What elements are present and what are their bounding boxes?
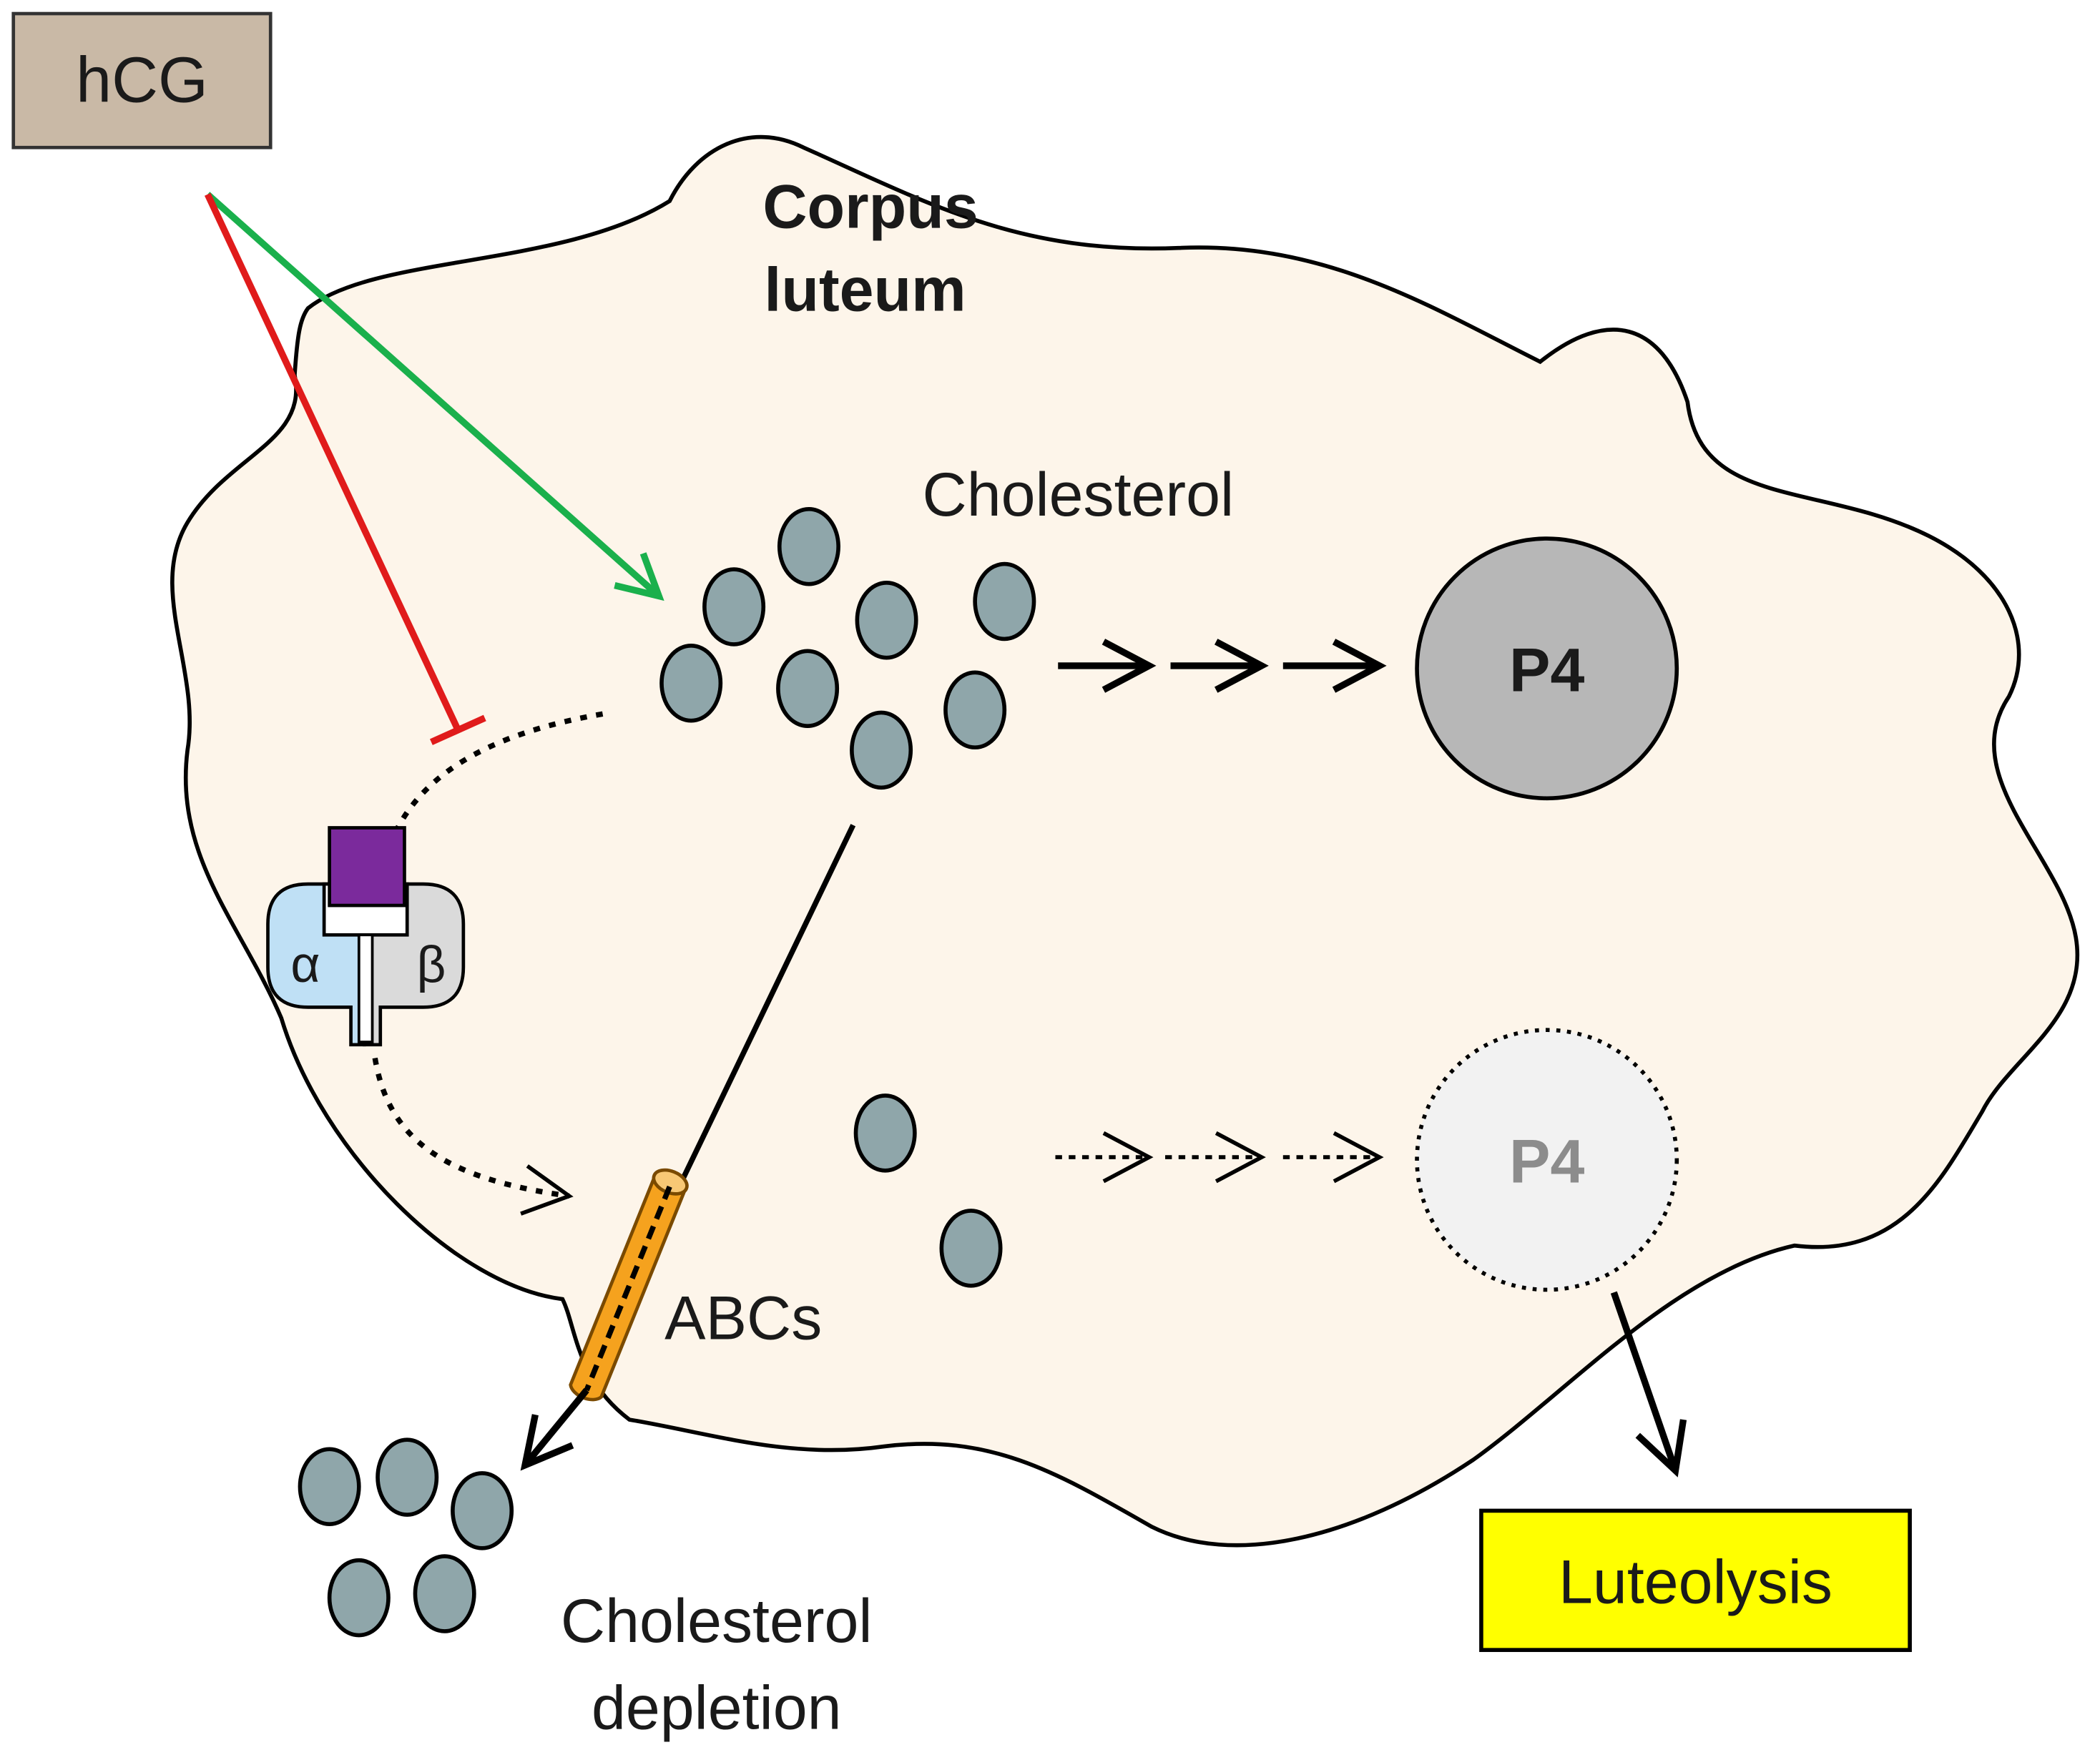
corpus-luteum-title-line2: luteum	[764, 256, 966, 325]
cholesterol-icon	[298, 1447, 361, 1526]
abc-transporter-icon	[569, 1168, 689, 1402]
cholesterol-icon	[943, 670, 1007, 749]
cholesterol-icon	[973, 561, 1036, 641]
alpha-label: α	[290, 937, 320, 993]
stimulate-arrow	[205, 192, 664, 601]
luteolysis-box	[1479, 1508, 1912, 1652]
inhibit-bar	[430, 714, 486, 745]
depletion-label-line1: Cholesterol	[561, 1587, 873, 1656]
cholesterol-icon	[777, 507, 840, 586]
dotted-uptake-path	[392, 711, 604, 835]
hcg-box	[11, 11, 273, 149]
corpus-luteum-cell	[170, 134, 2080, 1548]
cholesterol-icon	[776, 649, 840, 728]
depletion-label-line2: depletion	[592, 1674, 842, 1743]
inhibit-line	[204, 192, 461, 732]
ligand-square	[328, 826, 406, 908]
p4-active-label: P4	[1509, 636, 1584, 704]
p4-reduced-label: P4	[1509, 1128, 1584, 1196]
efflux-arrow	[520, 1387, 589, 1471]
cholesterol-icon	[659, 644, 723, 723]
cholesterol-icon	[413, 1554, 476, 1633]
beta-label: β	[416, 937, 446, 993]
hcg-label: hCG	[76, 45, 208, 117]
dotted-receptor-arrow	[372, 1057, 574, 1216]
cholesterol-remaining	[853, 1093, 1003, 1288]
luteolysis-label: Luteolysis	[1559, 1548, 1832, 1617]
luteolysis-arrow	[1610, 1291, 1687, 1478]
cholesterol-icon	[850, 710, 913, 790]
cholesterol-icon	[451, 1471, 514, 1550]
cholesterol-icon	[853, 1093, 917, 1173]
p4-active-circle	[1415, 536, 1679, 801]
cholesterol-icon	[327, 1558, 391, 1638]
cholesterol-icon	[939, 1209, 1003, 1288]
cholesterol-pool	[659, 507, 1036, 790]
p4-reduced-circle	[1415, 1028, 1679, 1292]
cholesterol-icon	[702, 567, 766, 647]
cholesterol-icon	[855, 581, 918, 660]
cholesterol-label: Cholesterol	[923, 461, 1235, 529]
abcs-label: ABCs	[664, 1284, 822, 1353]
efflux-line	[680, 824, 856, 1180]
hcg-receptor-icon	[266, 826, 466, 1047]
cholesterol-icon	[376, 1437, 439, 1517]
cholesterol-depleted	[298, 1437, 514, 1638]
corpus-luteum-title-line1: Corpus	[762, 173, 978, 242]
